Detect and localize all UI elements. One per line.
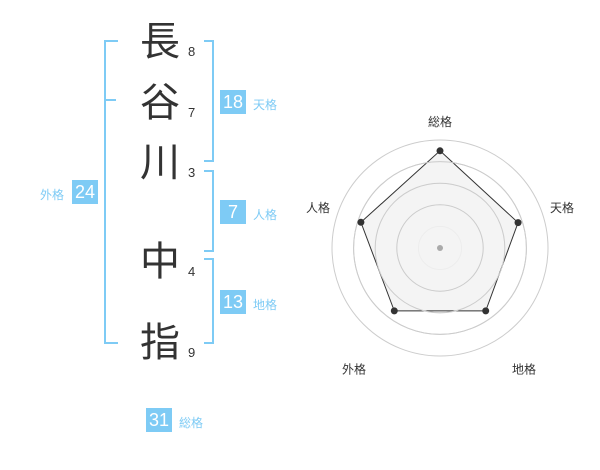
- jinkaku-value: 7: [220, 200, 246, 224]
- gaikaku-bracket: [104, 40, 118, 344]
- radar-inner-ring-3: [396, 204, 484, 292]
- radar-point-4: [390, 307, 398, 315]
- stroke-count-4: 4: [188, 264, 196, 279]
- radar-point-1: [436, 147, 444, 155]
- jinkaku-bracket: [204, 170, 214, 252]
- radar-axis-label-5: 人格: [306, 200, 330, 215]
- radar-inner-ring-1: [353, 161, 527, 335]
- radar-axis-label-1: 総格: [428, 114, 452, 129]
- chikaku-bracket: [204, 258, 214, 344]
- name-char-3: 川: [140, 140, 180, 186]
- name-char-5: 指: [140, 320, 180, 366]
- stroke-count-3: 3: [188, 165, 196, 180]
- gaikaku-label: 外格: [40, 188, 65, 202]
- radar-center-dot: [437, 245, 443, 251]
- stroke-count-1: 8: [188, 44, 196, 59]
- chikaku-label: 地格: [253, 298, 278, 312]
- name-char-2: 谷: [140, 80, 180, 126]
- soukaku-label: 総格: [179, 416, 204, 430]
- radar-point-3: [482, 307, 490, 315]
- radar-axis-label-4: 外格: [342, 361, 366, 376]
- radar-polygon: [360, 150, 519, 312]
- tenkaku-label: 天格: [253, 98, 278, 112]
- radar-point-2: [514, 219, 522, 227]
- radar-axis-label-2: 天格: [550, 200, 574, 215]
- tenkaku-value: 18: [220, 90, 246, 114]
- radar-inner-ring-2: [374, 182, 506, 314]
- radar-axis-label-3: 地格: [512, 361, 536, 376]
- stroke-count-2: 7: [188, 105, 196, 120]
- stroke-count-5: 9: [188, 345, 196, 360]
- jinkaku-label: 人格: [253, 208, 278, 222]
- gaikaku-bracket-mid: [104, 99, 116, 101]
- radar-point-5: [357, 218, 365, 226]
- name-char-4: 中: [140, 239, 180, 285]
- soukaku-value: 31: [146, 408, 172, 432]
- gaikaku-value: 24: [72, 180, 98, 204]
- name-char-1: 長: [140, 19, 180, 65]
- chikaku-value: 13: [220, 290, 246, 314]
- tenkaku-bracket: [204, 40, 214, 162]
